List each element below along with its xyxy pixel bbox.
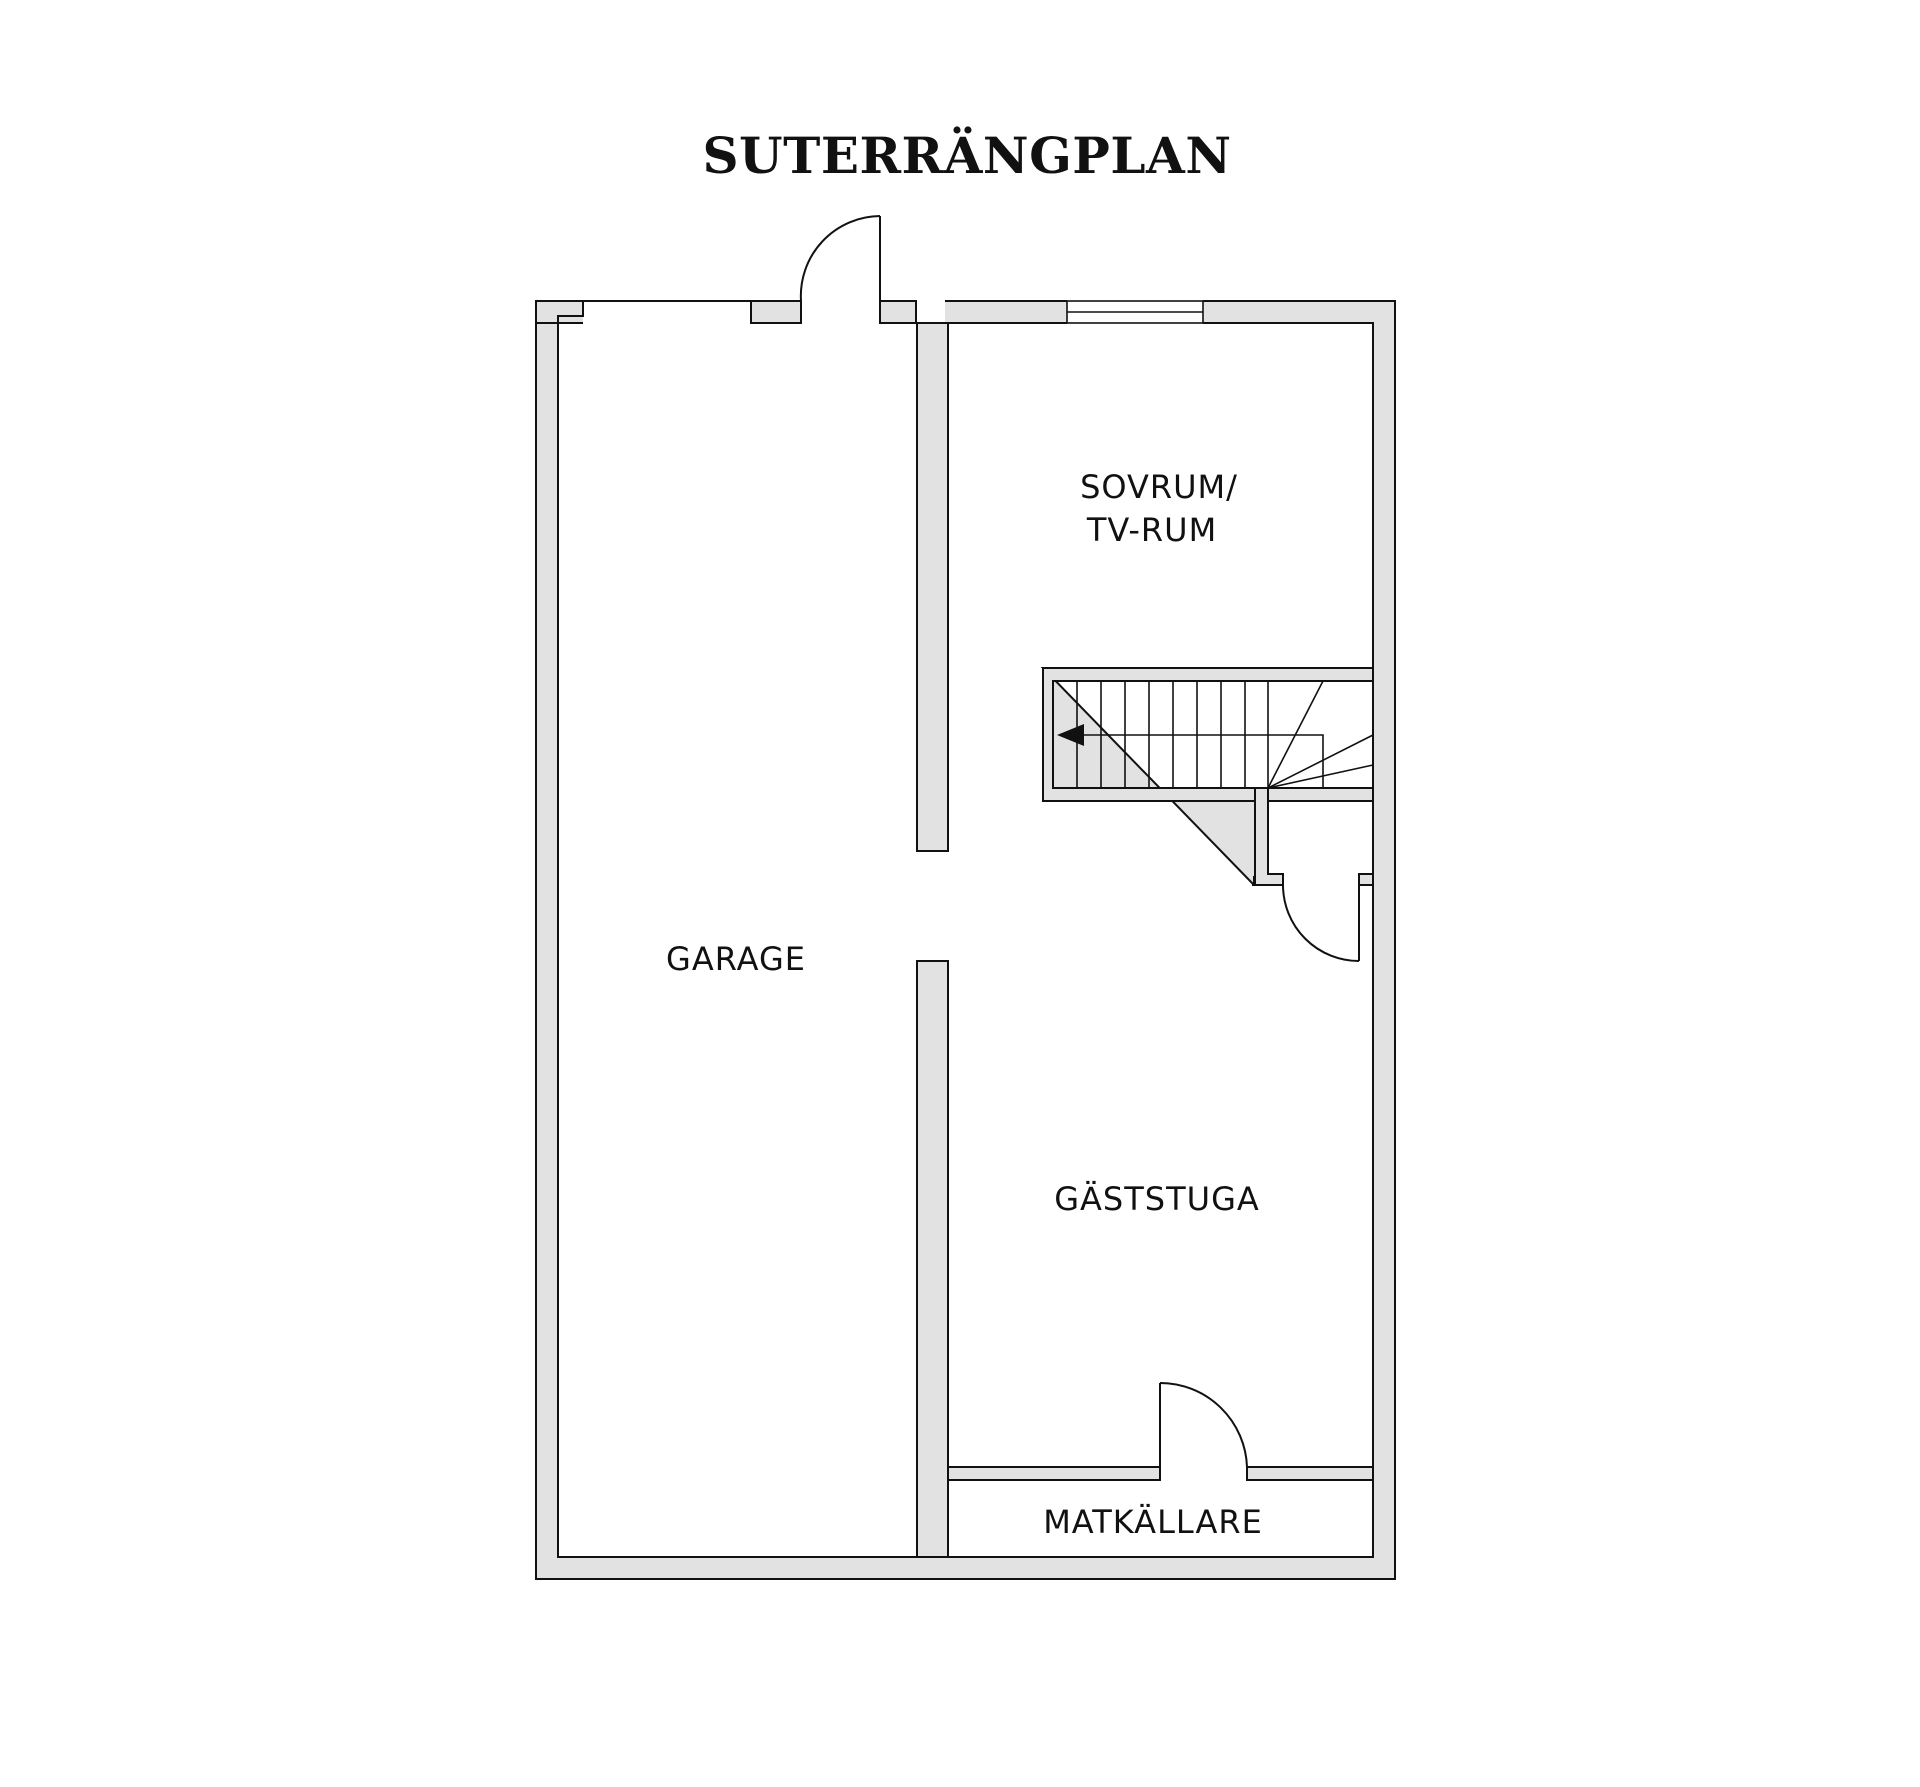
entrance-door-opening xyxy=(801,300,880,324)
garage-door-opening xyxy=(583,300,751,324)
room-label-sovrum: SOVRUM/ xyxy=(1080,468,1238,506)
interior-wall-lower xyxy=(916,960,949,1558)
matkallare-wall-right xyxy=(1246,1466,1374,1481)
top-wall-pier-2 xyxy=(879,300,917,324)
wall-gap xyxy=(916,300,945,324)
room-label-gaststuga: GÄSTSTUGA xyxy=(1054,1180,1260,1218)
matkallare-wall-left xyxy=(947,1466,1161,1481)
stair-direction-arrow xyxy=(1057,724,1084,746)
stair-wall-side xyxy=(1254,787,1284,886)
room-label-matkallare: MATKÄLLARE xyxy=(1043,1503,1263,1541)
staircase xyxy=(1052,680,1374,789)
entrance-door-swing xyxy=(799,215,881,302)
stair-wall-stub xyxy=(1358,873,1374,886)
matkallare-door-swing xyxy=(1159,1382,1248,1468)
outer-wall xyxy=(535,300,1396,1580)
top-wall-pier xyxy=(750,300,802,324)
room-label-garage: GARAGE xyxy=(666,940,806,978)
room-label-tv-rum: TV-RUM xyxy=(1086,511,1217,549)
plan-title: SUTERRÄNGPLAN xyxy=(702,125,1231,185)
hall-door-swing xyxy=(1282,884,1360,962)
interior-wall-upper xyxy=(916,322,949,852)
